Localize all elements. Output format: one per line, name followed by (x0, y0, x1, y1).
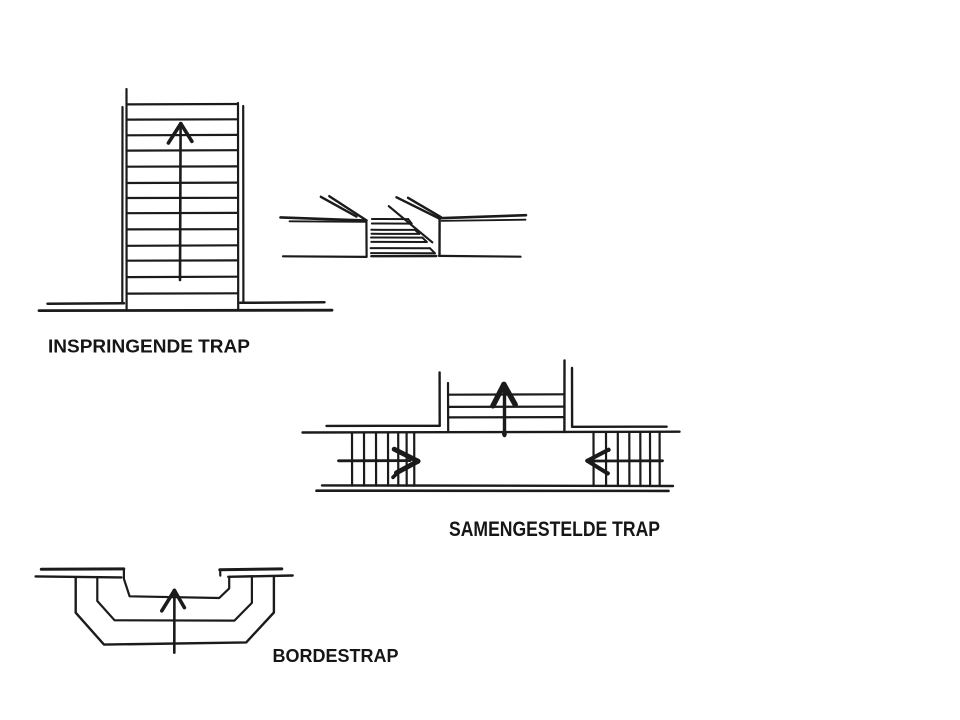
svg-text:BORDESTRAP: BORDESTRAP (273, 645, 399, 666)
svg-text:SAMENGESTELDE TRAP: SAMENGESTELDE TRAP (449, 518, 660, 541)
svg-text:INSPRINGENDE TRAP: INSPRINGENDE TRAP (48, 337, 250, 357)
